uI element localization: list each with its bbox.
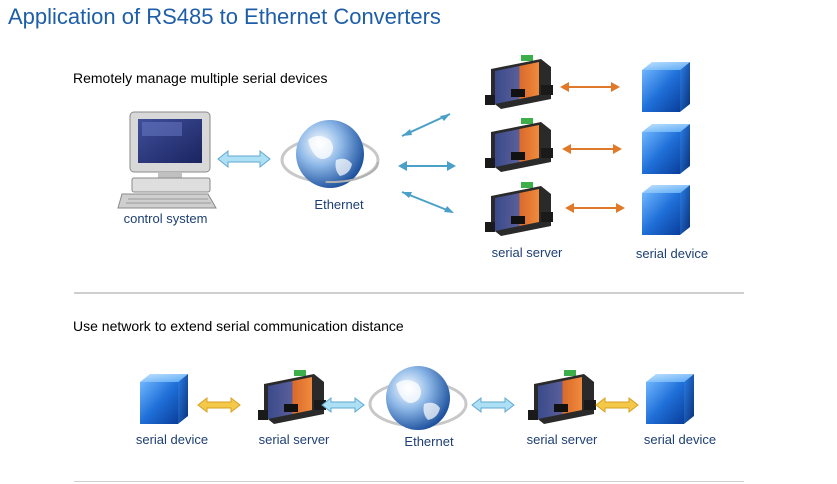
serial-server-icon [528, 370, 596, 424]
serial-server-right-label: serial server [526, 432, 598, 447]
ethernet-label-2: Ethernet [404, 434, 454, 449]
cube-icon [642, 185, 690, 235]
serial-server-icon [258, 370, 326, 424]
ethernet-label: Ethernet [314, 197, 364, 212]
page-title: Application of RS485 to Ethernet Convert… [8, 4, 441, 29]
control-system-label: control system [123, 211, 208, 226]
serial-device-left-label: serial device [135, 432, 209, 447]
serial-link-arrow [562, 144, 622, 154]
globe-icon [280, 120, 380, 188]
network-arrows [398, 113, 456, 213]
section2-heading: Use network to extend serial communicati… [73, 318, 404, 334]
serial-link-arrow [560, 82, 620, 92]
link-arrow [471, 396, 515, 414]
serial-link-arrow [595, 396, 639, 414]
serial-link-arrow [565, 203, 625, 213]
serial-server-icon [485, 55, 553, 109]
serial-server-icon [485, 182, 553, 236]
cube-icon [642, 62, 690, 112]
section1-heading: Remotely manage multiple serial devices [73, 70, 328, 86]
serial-device-right-label: serial device [643, 432, 717, 447]
link-arrow [217, 149, 271, 169]
globe-icon [368, 366, 468, 430]
serial-server-icon [485, 118, 553, 172]
section-divider [74, 292, 744, 294]
serial-server-left-label: serial server [258, 432, 330, 447]
serial-server-label: serial server [491, 245, 563, 260]
bottom-divider [74, 481, 744, 482]
serial-link-arrow [197, 396, 241, 414]
computer-icon [117, 111, 217, 209]
cube-icon [642, 124, 690, 174]
cube-icon [646, 374, 694, 424]
serial-device-label: serial device [635, 246, 709, 261]
link-arrow [321, 396, 365, 414]
cube-icon [140, 374, 188, 424]
